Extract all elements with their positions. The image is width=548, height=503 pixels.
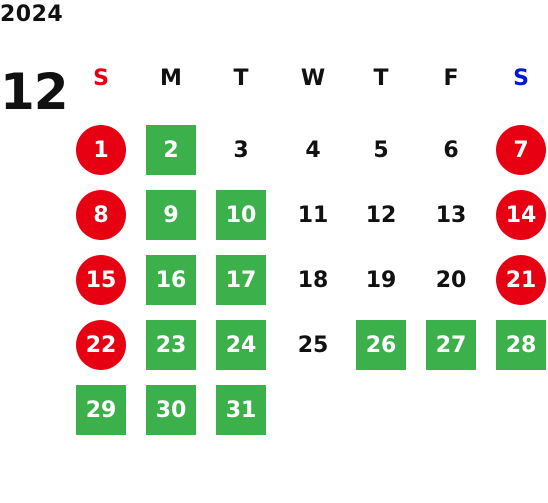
- day-cell-18: 18: [297, 267, 329, 293]
- day-cell-26: 26: [356, 320, 406, 370]
- day-cell-28: 28: [496, 320, 546, 370]
- day-cell-2: 2: [146, 125, 196, 175]
- day-cell-16: 16: [146, 255, 196, 305]
- day-cell-4: 4: [305, 137, 321, 163]
- calendar-year: 2024: [0, 2, 64, 27]
- day-cell-29: 29: [76, 385, 126, 435]
- weekday-header-4: T: [373, 66, 389, 91]
- day-cell-19: 19: [365, 267, 397, 293]
- day-cell-12: 12: [365, 202, 397, 228]
- day-cell-7: 7: [496, 125, 546, 175]
- day-cell-31: 31: [216, 385, 266, 435]
- day-cell-25: 25: [297, 332, 329, 358]
- weekday-header-3: W: [300, 66, 326, 91]
- day-cell-24: 24: [216, 320, 266, 370]
- day-cell-13: 13: [435, 202, 467, 228]
- weekday-header-1: M: [160, 66, 182, 91]
- day-cell-23: 23: [146, 320, 196, 370]
- day-cell-14: 14: [496, 190, 546, 240]
- day-cell-15: 15: [76, 255, 126, 305]
- day-cell-17: 17: [216, 255, 266, 305]
- day-cell-20: 20: [435, 267, 467, 293]
- day-cell-3: 3: [233, 137, 249, 163]
- day-cell-1: 1: [76, 125, 126, 175]
- day-cell-8: 8: [76, 190, 126, 240]
- day-cell-22: 22: [76, 320, 126, 370]
- weekday-header-2: T: [233, 66, 249, 91]
- day-cell-10: 10: [216, 190, 266, 240]
- day-cell-27: 27: [426, 320, 476, 370]
- day-cell-9: 9: [146, 190, 196, 240]
- weekday-header-5: F: [443, 66, 459, 91]
- day-cell-21: 21: [496, 255, 546, 305]
- day-cell-30: 30: [146, 385, 196, 435]
- weekday-header-0: S: [93, 66, 109, 91]
- day-cell-11: 11: [297, 202, 329, 228]
- day-cell-6: 6: [443, 137, 459, 163]
- weekday-header-6: S: [513, 66, 529, 91]
- calendar-month: 12: [0, 63, 69, 121]
- day-cell-5: 5: [373, 137, 389, 163]
